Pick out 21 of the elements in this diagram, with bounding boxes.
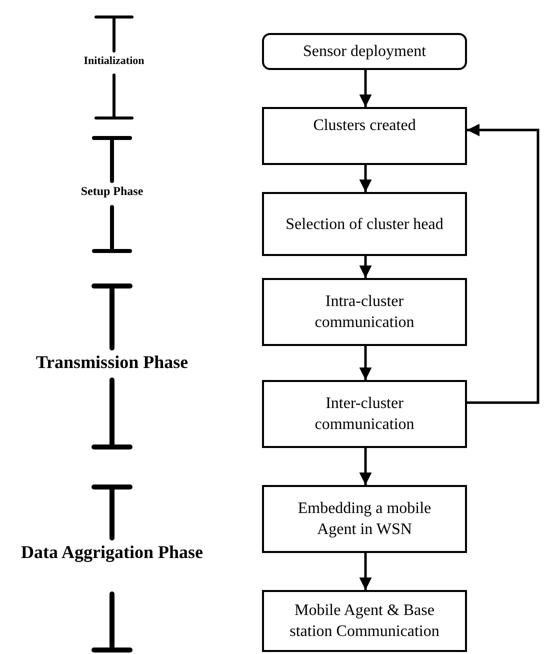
node-text: Mobile Agent & Base station Communication	[288, 601, 440, 642]
arrow	[359, 553, 372, 590]
process-box	[262, 278, 467, 346]
arrow	[359, 165, 372, 192]
process-box	[262, 192, 467, 256]
node-text: Sensor deployment	[302, 42, 426, 62]
arrow	[359, 256, 372, 278]
node-text: Clusters created	[313, 116, 416, 136]
arrow	[359, 448, 372, 485]
process-box	[262, 380, 467, 448]
node-text: Inter-cluster communication	[314, 394, 416, 435]
arrow	[467, 124, 540, 404]
process-box	[262, 485, 467, 553]
node-text: Intra-cluster communication	[314, 292, 416, 333]
arrow	[359, 346, 372, 380]
node-text: Embedding a mobile Agent in WSN	[296, 499, 432, 540]
node-text: Selection of cluster head	[286, 214, 444, 234]
process-box	[262, 107, 467, 165]
process-box	[262, 590, 467, 652]
start-box	[262, 33, 467, 70]
arrow	[359, 70, 372, 107]
